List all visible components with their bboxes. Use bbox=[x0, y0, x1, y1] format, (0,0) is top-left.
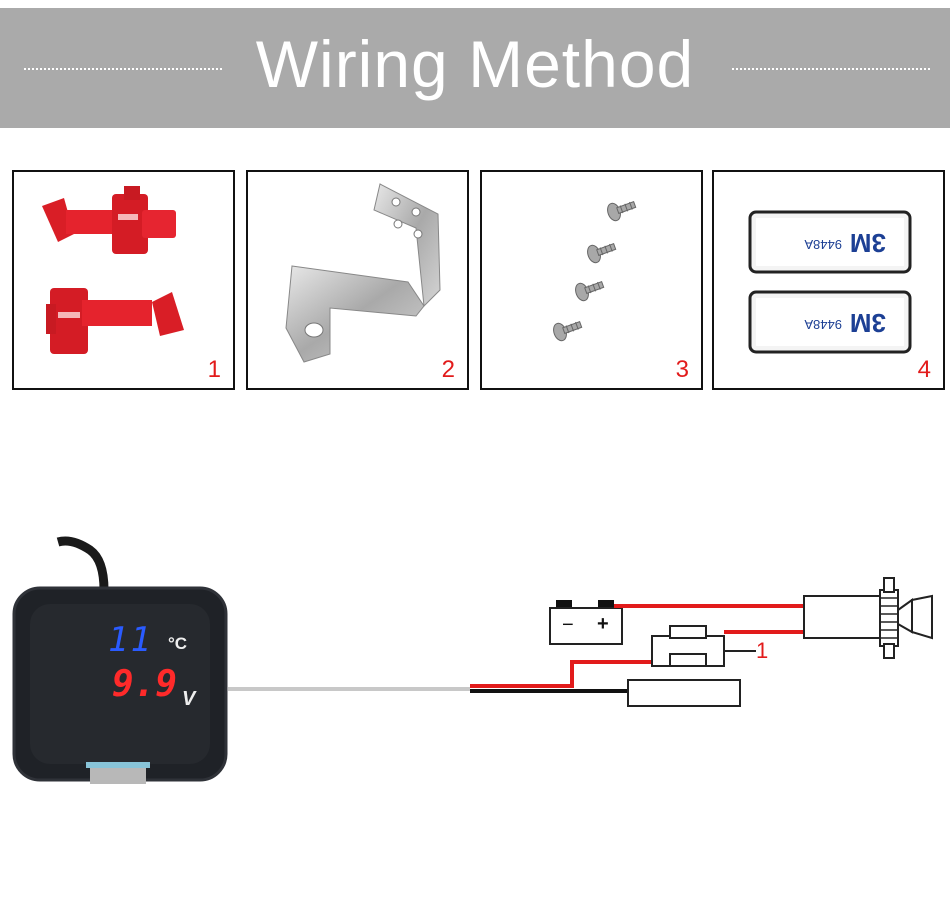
header-banner: Wiring Method bbox=[0, 8, 950, 128]
accessory-card-4: 3M 9448A 3M 9448A 4 bbox=[712, 170, 945, 390]
meter-voltage-readout: 9.9 bbox=[112, 664, 178, 705]
fuse-label: 1 bbox=[756, 638, 769, 663]
metal-mounting-bracket-icon bbox=[285, 183, 441, 363]
meter-temperature-readout: 11 bbox=[108, 620, 153, 660]
red-wire-tap-connector-icon bbox=[42, 186, 184, 354]
accessory-number: 3 bbox=[675, 356, 689, 383]
fuse-icon bbox=[651, 625, 756, 667]
meter-cable bbox=[56, 536, 109, 591]
ground-terminal bbox=[627, 679, 741, 707]
meter-temperature-unit: °C bbox=[168, 634, 188, 653]
double-sided-tape-icon: 3M 9448A 3M 9448A bbox=[748, 210, 912, 354]
header-dotted-line-left bbox=[24, 68, 222, 70]
accessory-card-1: 1 bbox=[12, 170, 235, 390]
battery-icon bbox=[549, 600, 623, 645]
tape-brand: 3M bbox=[850, 308, 886, 338]
tape-brand: 3M bbox=[850, 228, 886, 258]
wiring-diagram bbox=[12, 536, 933, 784]
accessory-card-3: 3 bbox=[480, 170, 703, 390]
positive-wire bbox=[470, 660, 660, 688]
battery-positive-label: + bbox=[597, 613, 609, 635]
meter-device bbox=[12, 586, 228, 784]
meter-voltage-unit: V bbox=[182, 688, 196, 710]
screws-icon bbox=[553, 201, 637, 342]
accessory-card-2: 2 bbox=[246, 170, 469, 390]
battery-negative-label: − bbox=[562, 614, 574, 636]
header-dotted-line-right bbox=[732, 68, 930, 70]
ignition-switch-icon bbox=[803, 577, 933, 659]
tape-code: 9448A bbox=[804, 317, 842, 332]
accessory-number: 2 bbox=[441, 356, 455, 383]
accessory-number: 1 bbox=[207, 356, 221, 383]
tape-code: 9448A bbox=[804, 237, 842, 252]
page-title: Wiring Method bbox=[255, 27, 695, 101]
accessory-number: 4 bbox=[917, 356, 931, 383]
